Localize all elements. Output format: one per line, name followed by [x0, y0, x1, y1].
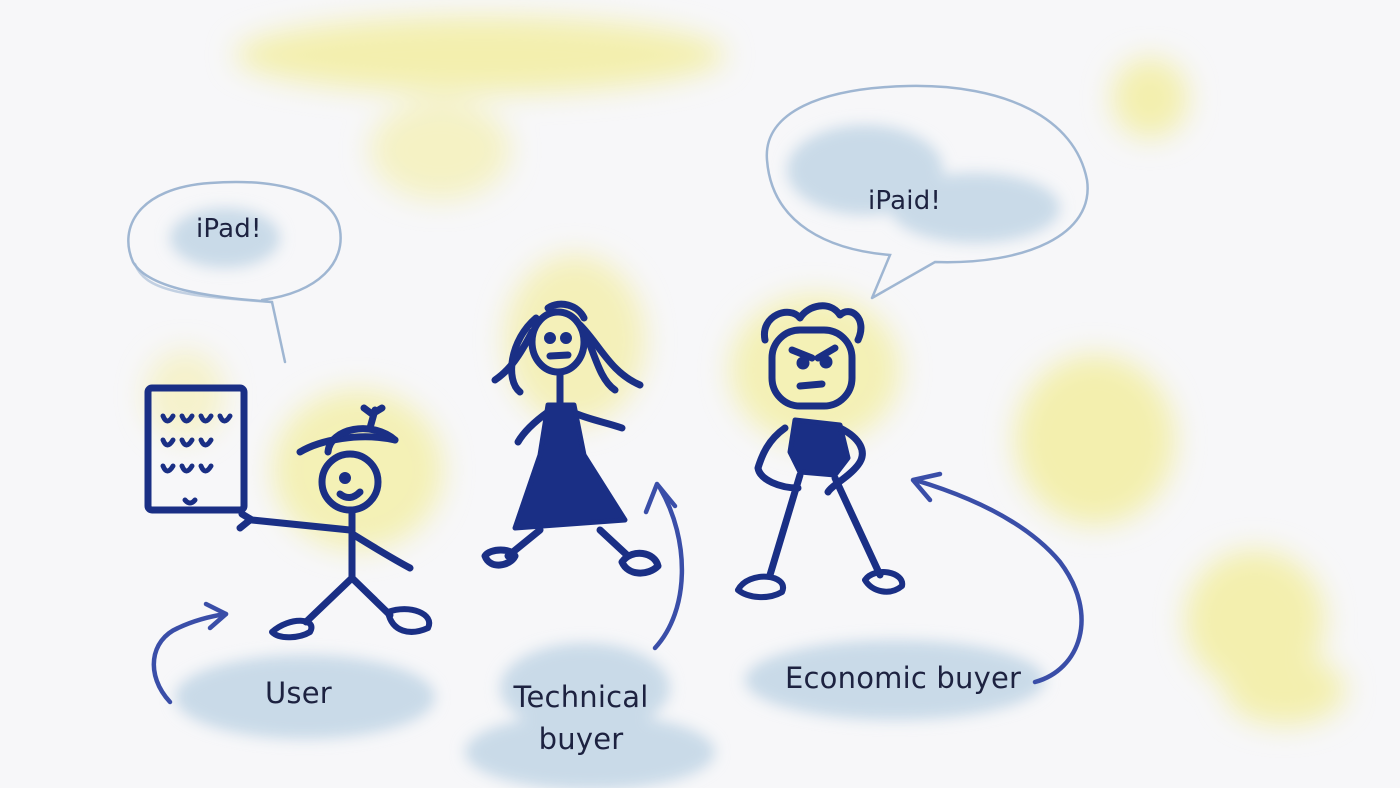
- blue-wash-bubble-user: [170, 208, 280, 268]
- economic-buyer-figure: [735, 302, 906, 600]
- label-user: User: [265, 676, 332, 710]
- arrow-to-user: [151, 601, 229, 705]
- blue-wash-label-user: [175, 655, 435, 739]
- user-figure: [236, 404, 433, 641]
- yellow-wash-top: [235, 17, 725, 93]
- speech-bubble-user: [127, 180, 342, 364]
- blue-wash-label-tech-2: [465, 714, 715, 788]
- label-technical-buyer: Technical buyer: [513, 680, 649, 756]
- speech-bubble-economic-buyer-text: iPaid!: [868, 186, 942, 216]
- ipad-icon: [144, 384, 248, 514]
- blue-wash-bubble-econ-2: [890, 173, 1060, 243]
- yellow-washes: [145, 17, 1345, 725]
- yellow-wash-bottom-right: [1185, 550, 1325, 690]
- arrows: [151, 471, 1084, 705]
- yellow-wash-top-drip: [370, 100, 510, 200]
- yellow-wash-bottom-right-2: [1225, 655, 1345, 725]
- technical-buyer-figure: [481, 300, 662, 577]
- blue-wash-label-econ: [745, 640, 1045, 720]
- glow-ipad: [145, 350, 225, 440]
- yellow-wash-right: [1015, 355, 1175, 525]
- yellow-wash-corner: [1112, 58, 1188, 138]
- arrow-to-economic-buyer: [910, 471, 1084, 685]
- arrow-to-technical-buyer: [643, 481, 685, 651]
- speech-bubble-user-text: iPad!: [196, 214, 262, 244]
- blue-wash-label-tech-1: [500, 643, 670, 733]
- blue-washes: [170, 125, 1060, 788]
- speech-bubble-economic-buyer: [765, 84, 1089, 300]
- glow-user: [273, 390, 443, 550]
- label-economic-buyer: Economic buyer: [785, 661, 1022, 695]
